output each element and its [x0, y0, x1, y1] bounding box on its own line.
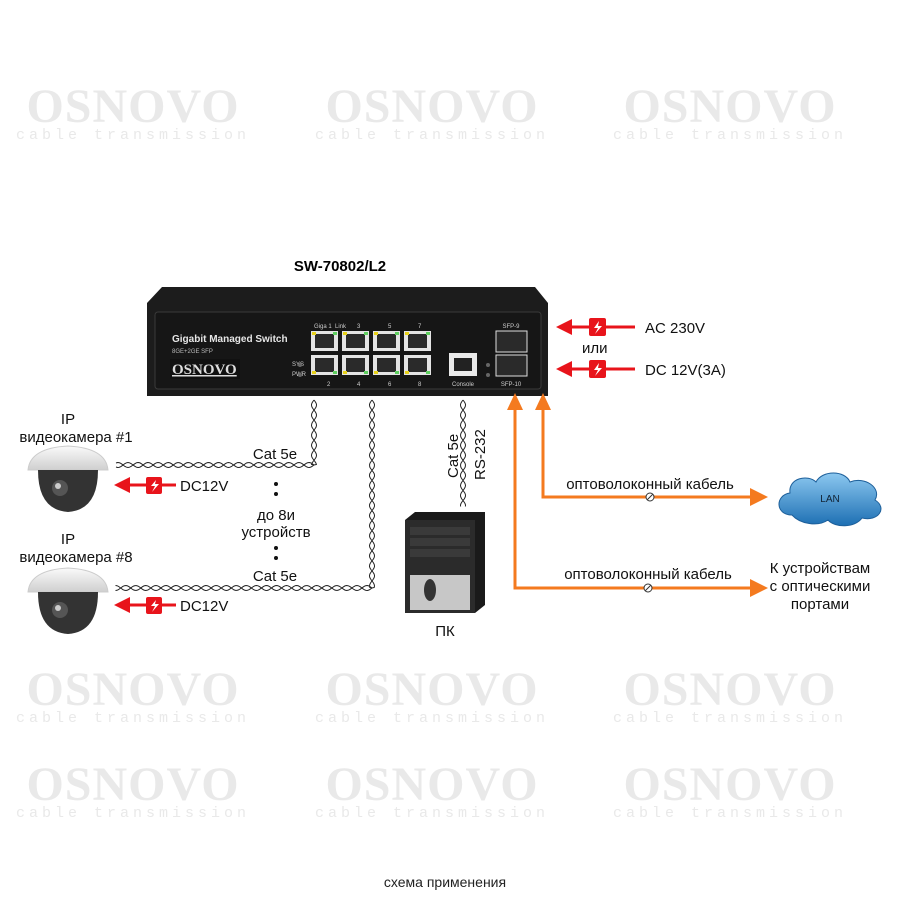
devices-note: устройств	[241, 524, 310, 541]
cable-label: Cat 5e	[253, 446, 297, 463]
switch-device: Gigabit Managed Switch 8GE+2GE SFP OSNOV…	[147, 287, 548, 396]
sfp-label: SFP-9	[502, 324, 520, 330]
fiber-link-lan: оптоволоконный кабель	[535, 393, 768, 506]
watermark-logo: OSNOVO	[623, 80, 836, 133]
watermark-logo: OSNOVO	[325, 663, 538, 716]
panel-brand-logo: OSNOVO	[172, 362, 237, 378]
watermark-logo: OSNOVO	[623, 758, 836, 811]
camera-name: видеокамера #1	[19, 429, 132, 446]
ellipsis-dots	[274, 482, 278, 560]
watermark-tagline: cable transmission	[315, 127, 549, 144]
port-label: 7	[418, 324, 422, 330]
devices-note: до 8и	[257, 507, 295, 524]
twisted-pair-strand	[115, 399, 318, 469]
watermark-logo: OSNOVO	[26, 80, 239, 133]
or-label: или	[582, 340, 608, 357]
port-label: 8	[418, 382, 422, 388]
twisted-pair-strand	[459, 399, 467, 507]
watermark-logo: OSNOVO	[623, 663, 836, 716]
ip-camera-1: IP видеокамера #1	[19, 411, 133, 512]
rj45-ports	[298, 331, 490, 377]
lan-label: LAN	[820, 494, 839, 505]
twisted-pair-strand	[115, 399, 376, 592]
camera-type: IP	[61, 531, 75, 548]
camera-power-8: DC12V	[114, 597, 228, 615]
pc-label: ПК	[435, 623, 455, 640]
watermark-tagline: cable transmission	[315, 805, 549, 822]
lan-cloud: LAN	[778, 472, 882, 527]
ip-camera-8: IP видеокамера #8	[19, 531, 133, 634]
cable-label: Cat 5e	[253, 568, 297, 585]
sfp-label: SFP-10	[501, 382, 522, 388]
watermark-logo: OSNOVO	[26, 663, 239, 716]
port-label: 5	[388, 324, 392, 330]
watermark-tagline: cable transmission	[613, 805, 847, 822]
port-label: Link	[335, 324, 347, 330]
optical-devices-label: с оптическими	[770, 578, 871, 595]
status-led	[298, 363, 302, 367]
watermark-tagline: cable transmission	[16, 805, 250, 822]
port-label: 3	[357, 324, 361, 330]
fiber-label: оптоволоконный кабель	[564, 566, 732, 583]
port-label: 4	[357, 382, 361, 388]
fiber-label: оптоволоконный кабель	[566, 476, 734, 493]
ac-power-label: AC 230V	[645, 320, 705, 337]
device-model-title: SW-70802/L2	[294, 258, 386, 275]
camera-name: видеокамера #8	[19, 549, 132, 566]
twisted-pair-strand	[115, 399, 318, 469]
sfp-port-9	[495, 330, 528, 353]
sfp-port-10	[495, 354, 528, 377]
arrow-left-icon	[556, 319, 572, 335]
watermark-tagline: cable transmission	[315, 710, 549, 727]
camera-type: IP	[61, 411, 75, 428]
port-label: 2	[327, 382, 331, 388]
watermark-tagline: cable transmission	[613, 127, 847, 144]
console-label: Console	[452, 382, 475, 388]
port-label: Giga 1	[314, 324, 332, 330]
optical-devices-label: К устройствам	[770, 560, 871, 577]
port-label: 6	[388, 382, 392, 388]
arrow-left-icon	[556, 361, 572, 377]
watermark-tagline: cable transmission	[16, 127, 250, 144]
fiber-link-optical-devices: оптоволоконный кабель	[507, 393, 768, 597]
console-cable-label: RS-232	[472, 429, 489, 480]
panel-subtitle: 8GE+2GE SFP	[172, 349, 213, 355]
dc-power-label: DC 12V(3A)	[645, 362, 726, 379]
camera-power-1: DC12V	[114, 477, 228, 495]
watermark-tagline: cable transmission	[613, 710, 847, 727]
optical-devices-label: портами	[791, 596, 849, 613]
console-cable-label: Cat 5e	[445, 434, 462, 478]
power-input-dc: DC 12V(3A)	[556, 360, 726, 379]
power-input-ac: AC 230V	[556, 318, 705, 337]
twisted-pair-strand	[459, 399, 467, 507]
camera-power-label: DC12V	[180, 478, 228, 495]
twisted-pair-strand	[115, 399, 376, 592]
watermark-logo: OSNOVO	[325, 758, 538, 811]
status-led	[486, 363, 490, 367]
watermark-logo: OSNOVO	[26, 758, 239, 811]
pc-tower: ПК	[405, 512, 485, 640]
diagram-caption: схема применения	[384, 874, 506, 890]
watermark-tagline: cable transmission	[16, 710, 250, 727]
panel-title: Gigabit Managed Switch	[172, 334, 288, 345]
camera-power-label: DC12V	[180, 598, 228, 615]
status-led	[486, 373, 490, 377]
status-led	[298, 373, 302, 377]
twisted-pair-cables	[115, 399, 467, 592]
watermark-logo: OSNOVO	[325, 80, 538, 133]
